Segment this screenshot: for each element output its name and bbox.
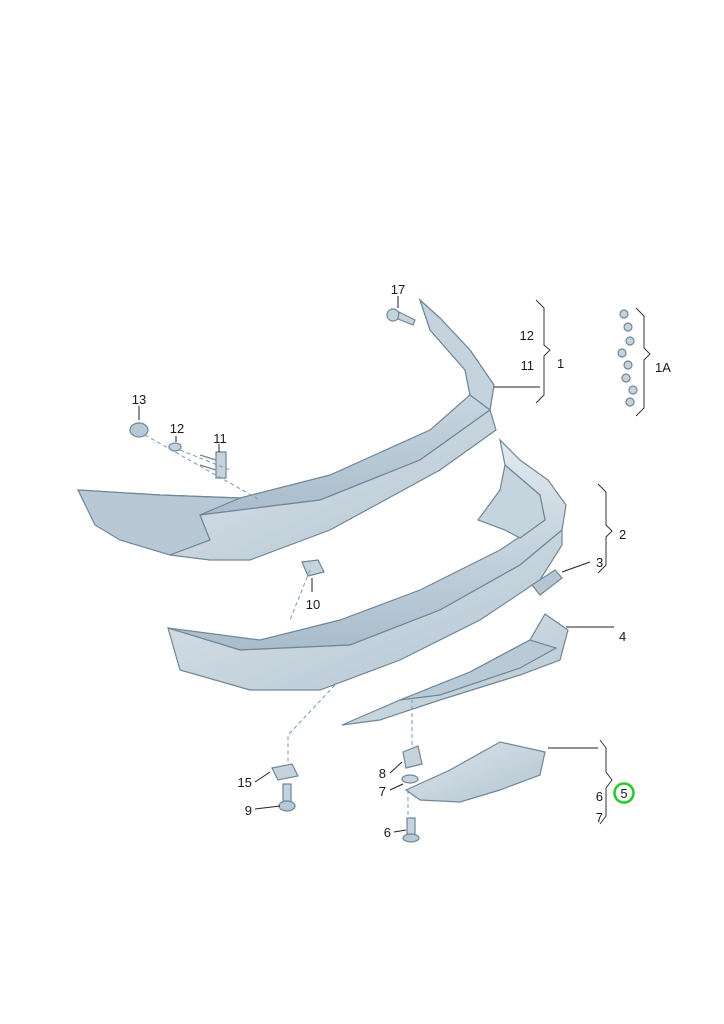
label-12-top: 12 <box>520 328 534 343</box>
part-10-clip <box>301 559 325 577</box>
bumper-cover-lower <box>167 438 567 691</box>
label-7-right: 7 <box>596 810 603 825</box>
part-13-nut <box>129 422 149 438</box>
label-12-left: 12 <box>170 421 184 436</box>
part-15-clip <box>271 763 299 781</box>
label-11-top: 11 <box>521 358 535 373</box>
label-1a: 1A <box>655 360 671 375</box>
part-11-bracket <box>199 451 227 479</box>
part-6-rivet <box>402 817 420 843</box>
label-3: 3 <box>596 555 603 570</box>
part-1a-fastener-set <box>617 309 638 407</box>
part-17-screw <box>386 308 416 326</box>
label-6-left: 6 <box>384 825 391 840</box>
part-3-bracket <box>531 569 563 596</box>
highlight-ring <box>613 782 635 804</box>
label-1: 1 <box>557 356 564 371</box>
bumper-cover-upper <box>77 298 497 561</box>
part-4-diffuser <box>341 613 569 726</box>
leader-lines <box>138 296 614 833</box>
part-labels: 17 12 11 1 1A 13 12 11 10 2 3 4 15 9 8 7… <box>132 282 671 840</box>
assembly-lines <box>144 434 413 815</box>
label-10: 10 <box>306 597 320 612</box>
label-4: 4 <box>619 629 626 644</box>
label-13: 13 <box>132 392 146 407</box>
part-7-washer <box>401 774 419 784</box>
group-braces <box>535 299 651 825</box>
label-6-right: 6 <box>596 789 603 804</box>
label-9: 9 <box>245 803 252 818</box>
label-7-left: 7 <box>379 784 386 799</box>
part-9-screw <box>278 783 296 812</box>
label-5: 5 <box>620 786 627 801</box>
label-11-left: 11 <box>213 431 227 446</box>
label-15: 15 <box>238 775 252 790</box>
part-8-clip <box>402 745 423 769</box>
label-2: 2 <box>619 527 626 542</box>
label-8: 8 <box>379 766 386 781</box>
label-17: 17 <box>391 282 405 297</box>
part-5-cover <box>404 741 546 803</box>
part-12-washer <box>168 442 182 452</box>
